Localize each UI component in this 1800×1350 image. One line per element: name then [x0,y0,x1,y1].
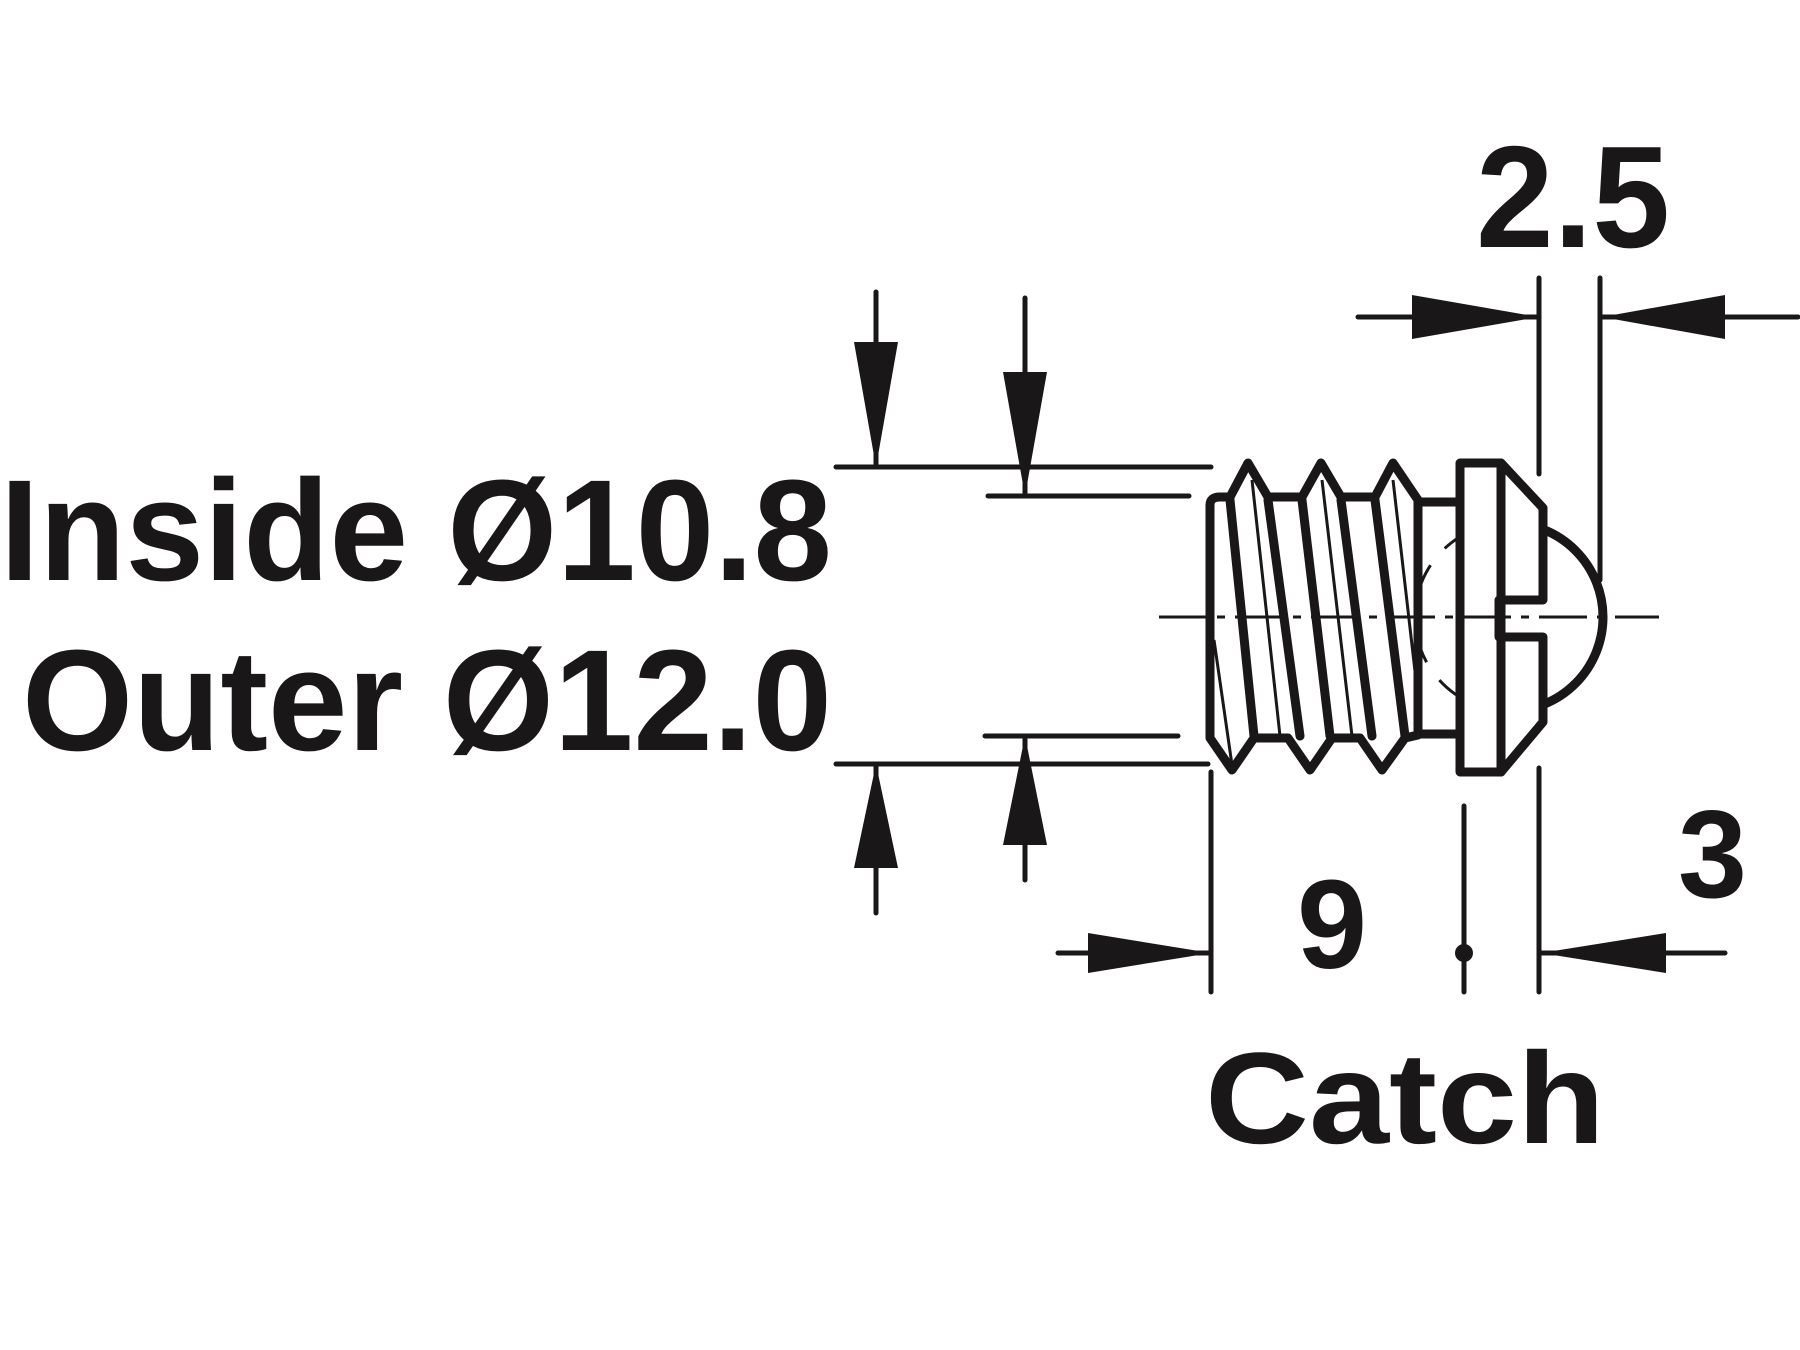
diameter-dimension-lines [833,289,1214,916]
neck-outline [1413,497,1465,739]
part-name-label: Catch [1205,1025,1605,1171]
arrow-up-icon [854,764,898,868]
head-thickness-dimension-label: 2.5 [1476,116,1670,278]
inside-diameter-label: Inside Ø10.8 [0,450,832,611]
catch-part-drawing [1159,458,1659,777]
head-thickness-dimension [1355,275,1800,583]
arrow-down-icon [1003,372,1047,496]
dimension-dot [1455,944,1473,962]
arrow-right-icon [1088,933,1211,973]
length-dimensions [1055,765,1728,995]
thread-fine-lines [1212,479,1418,766]
thread-body-outline [1205,458,1423,775]
arrow-right-icon [1412,295,1539,339]
body-length-dimension-label: 9 [1297,854,1367,995]
head-length-dimension-label: 3 [1678,786,1747,924]
arrow-left-icon [1602,295,1725,339]
arrow-down-icon [854,342,898,467]
arrow-up-icon [1003,736,1047,845]
outer-diameter-label: Outer Ø12.0 [22,620,832,781]
arrow-left-icon [1541,933,1666,973]
